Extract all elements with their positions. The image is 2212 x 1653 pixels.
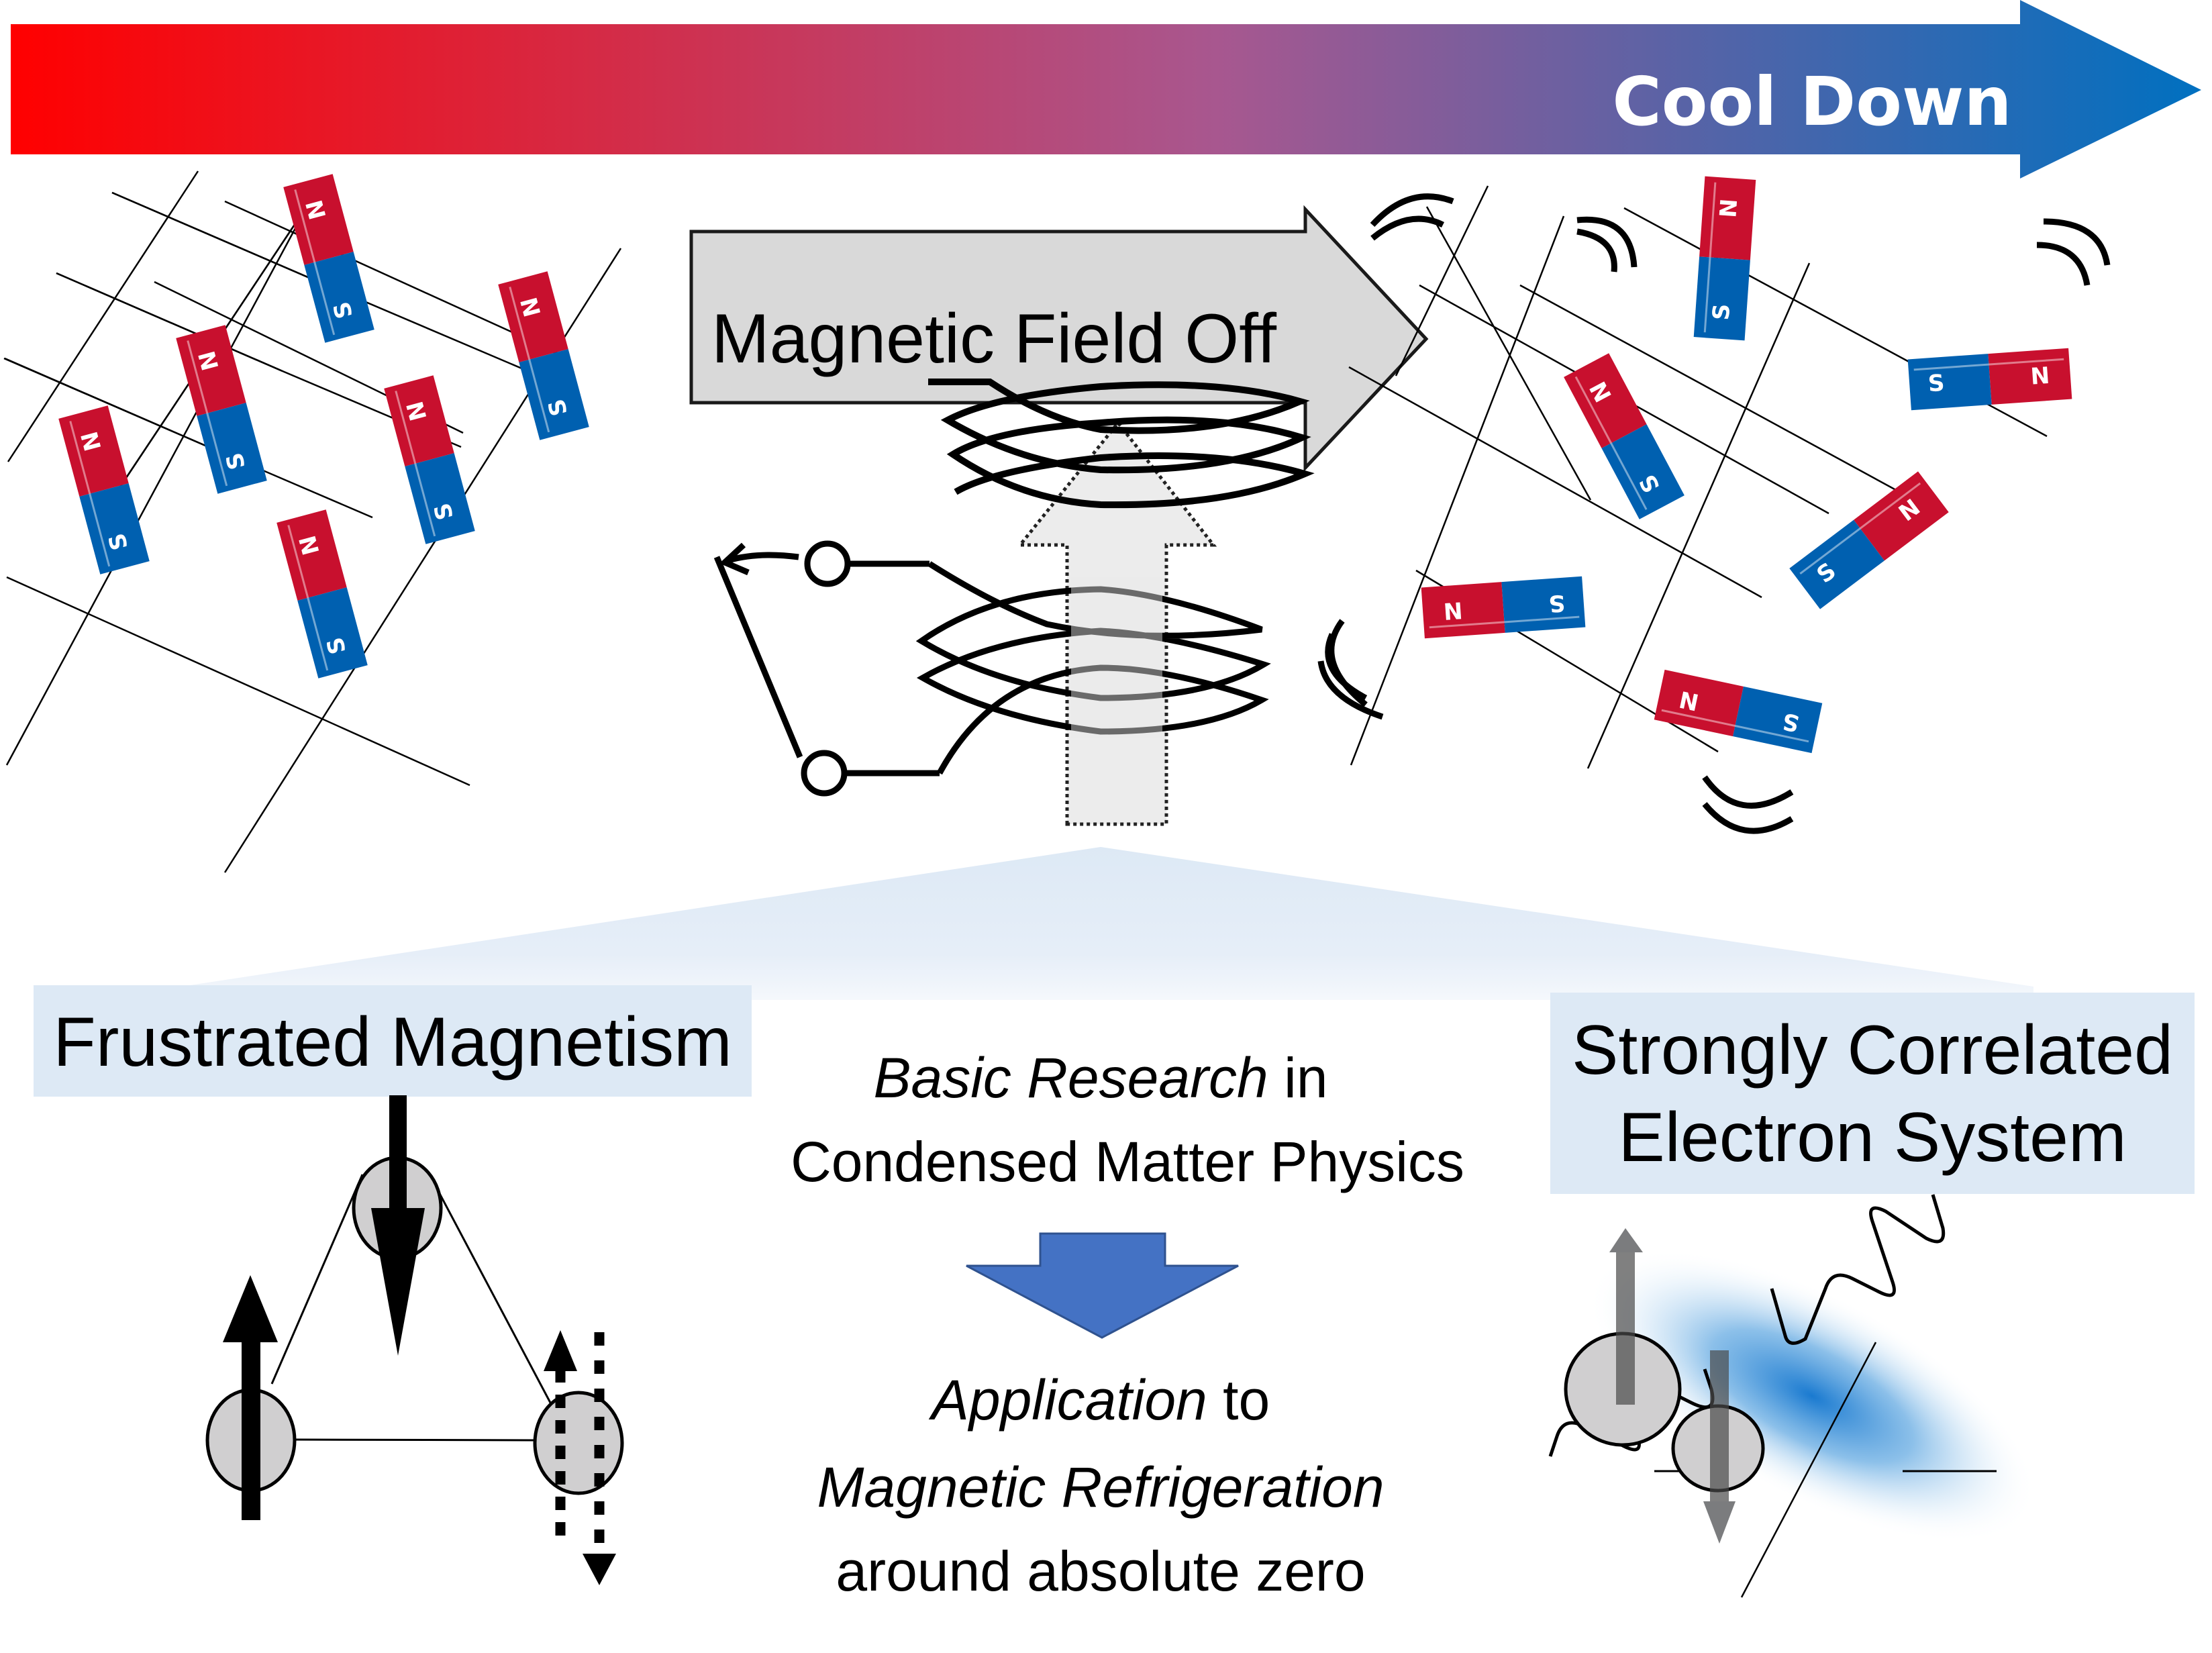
- switch-arrowhead: [719, 542, 750, 576]
- magnetic-refrigeration-line: Magnetic Refrigeration: [817, 1456, 1384, 1519]
- vibration-mark: [1576, 228, 1617, 272]
- vibration-mark-right: [2036, 242, 2091, 286]
- frustrated-spin-up-arrowhead: [544, 1330, 577, 1371]
- electron-cloud: [1587, 1249, 2037, 1543]
- vibration-mark: [1370, 193, 1454, 228]
- down-arrow: [966, 1232, 1239, 1339]
- magnet: N S: [275, 508, 369, 680]
- coil-wire: [713, 540, 1271, 797]
- spin-up-arrowhead: [223, 1275, 278, 1342]
- lattice-line: [225, 291, 678, 303]
- magnet: N S: [1907, 347, 2073, 411]
- center-text: Basic Research in Condensed Matter Physi…: [791, 1046, 1464, 1603]
- frustrated-magnetism-panel: Frustrated Magnetism: [34, 985, 752, 1097]
- vibration-marks-left: [1317, 633, 1384, 720]
- svg-text:S: S: [1927, 370, 1946, 398]
- vibration-mark: [1325, 633, 1368, 701]
- aligned-magnet-lattice: [3, 170, 678, 873]
- strongly-correlated-line2: Electron System: [1618, 1099, 2126, 1176]
- spin-up-arrow: [242, 1342, 260, 1520]
- svg-text:N: N: [1443, 596, 1464, 624]
- vibration-mark-bottom: [1702, 802, 1794, 834]
- application-line: Application to: [928, 1368, 1270, 1432]
- field-arrow-overlay: [1071, 577, 1162, 738]
- frustrated-magnetism-box: [34, 985, 752, 1097]
- terminal-top: [804, 540, 851, 587]
- right-lattice-rising-segments: [1350, 185, 1811, 769]
- triangle-edge: [270, 1174, 364, 1385]
- magnet: N S: [497, 270, 591, 442]
- field-off-arrow-shape: [689, 205, 1429, 472]
- vibration-mark-right: [2043, 218, 2111, 266]
- aligned-magnets: N S N S N S N S N S N S: [57, 172, 591, 680]
- condensed-matter-line: Condensed Matter Physics: [791, 1130, 1464, 1193]
- frustrated-spin-down-arrowhead: [583, 1554, 616, 1585]
- frustrated-magnetism-label: Frustrated Magnetism: [53, 1003, 732, 1081]
- strongly-correlated-panel: Strongly Correlated Electron System: [1550, 993, 2195, 1194]
- magnet: N S: [57, 404, 151, 576]
- magnetic-field-off-arrow: Magnetic Field Off: [689, 205, 1429, 472]
- triangle-edge: [428, 1174, 552, 1403]
- magnet: N S: [282, 172, 376, 344]
- cool-down-arrow-shape: [11, 0, 2201, 179]
- frustrated-triangle: [205, 1095, 624, 1585]
- spin-down-arrow: [389, 1095, 407, 1209]
- correlated-electrons: [1548, 1194, 2037, 1598]
- svg-text:N: N: [2029, 362, 2050, 391]
- svg-text:S: S: [1548, 589, 1566, 617]
- switch-motion-arrow: [727, 552, 799, 564]
- vibration-mark-bottom: [1702, 775, 1794, 809]
- vibration-mark: [1370, 215, 1445, 241]
- svg-text:N: N: [1715, 198, 1743, 219]
- magnet: N S: [1693, 175, 1757, 342]
- strongly-correlated-box: [1550, 993, 2195, 1194]
- terminal-bottom: [801, 750, 848, 797]
- interaction-line: [1740, 1342, 1877, 1598]
- vibration-mark: [1576, 216, 1638, 268]
- cool-down-arrow: Cool Down: [11, 0, 2201, 179]
- spin-down-arrowhead-gray: [1703, 1501, 1736, 1544]
- roof-triangle: [181, 847, 2033, 1000]
- strongly-correlated-line1: Strongly Correlated: [1572, 1011, 2173, 1089]
- magnet: N S: [174, 323, 268, 495]
- magnet: N S: [383, 374, 476, 546]
- lattice-line: [224, 200, 564, 357]
- absolute-zero-line: around absolute zero: [836, 1540, 1365, 1603]
- coil-loops: [928, 379, 1315, 509]
- magnet: N S: [1562, 352, 1686, 521]
- switch-lever: [713, 556, 803, 758]
- spin-down-arrow-gray: [1710, 1350, 1729, 1506]
- coil-turns: [915, 561, 1271, 775]
- basic-research-line: Basic Research in: [874, 1046, 1328, 1109]
- svg-text:S: S: [1708, 303, 1736, 321]
- spin-down-arrowhead: [371, 1208, 425, 1356]
- spin-site-right: [533, 1391, 624, 1495]
- magnet: N S: [1420, 575, 1587, 640]
- cool-down-label: Cool Down: [1612, 62, 2011, 141]
- wavy-line: [1770, 1194, 1946, 1345]
- vibration-mark: [1317, 660, 1384, 720]
- magnet: N S: [1788, 470, 1950, 611]
- magnet: N S: [1653, 668, 1823, 754]
- magnetic-field-off-label: Magnetic Field Off: [711, 300, 1277, 378]
- random-magnets: N S N S N S N S N S N S: [1420, 175, 2073, 754]
- spin-up-arrowhead-gray: [1609, 1228, 1643, 1252]
- spin-up-arrow-gray: [1616, 1247, 1635, 1405]
